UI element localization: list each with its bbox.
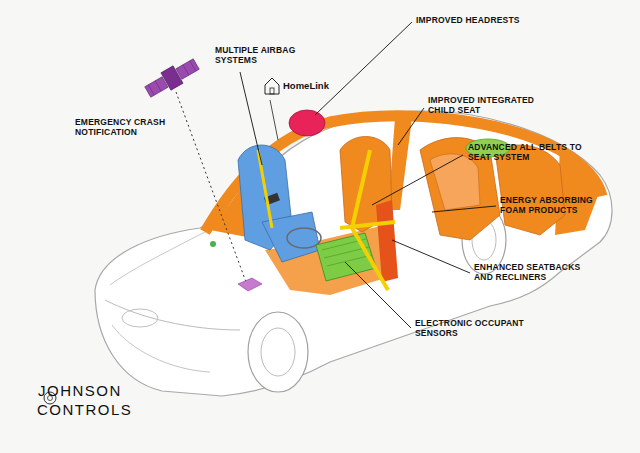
callout-label: ENHANCED SEATBACKS AND RECLINERS [474, 262, 596, 282]
dash-indicator [210, 241, 216, 247]
hood-line [105, 300, 240, 330]
house-icon [265, 78, 279, 94]
label-holder: ADVANCED ALL BELTS TO SEAT SYSTEM [468, 142, 604, 162]
label-holder: HomeLink [283, 80, 329, 91]
leader-line [345, 262, 411, 328]
label-holder: ENHANCED SEATBACKS AND RECLINERS [474, 262, 596, 282]
brand-label: HomeLink [283, 80, 329, 91]
front-hub [261, 328, 295, 376]
callout-label: ADVANCED ALL BELTS TO SEAT SYSTEM [468, 142, 604, 162]
label-holder: EMERGENCY CRASH NOTIFICATION [75, 117, 185, 137]
leader-line [392, 240, 470, 273]
homelink-leader [270, 100, 278, 140]
shoulder-belt [352, 150, 388, 290]
label-holder: IMPROVED INTEGRATED CHILD SEAT [428, 95, 552, 115]
bumper-line [112, 325, 210, 372]
leader-line [315, 22, 412, 115]
label-holder: CONTROLS [37, 401, 132, 419]
windshield-edge [110, 232, 205, 285]
car-body [95, 111, 612, 396]
callout-label: IMPROVED INTEGRATED CHILD SEAT [428, 95, 552, 115]
satellite [143, 55, 201, 100]
crash-notification-module [238, 278, 262, 291]
leader-lines [240, 22, 496, 328]
logo-text: CONTROLS [37, 401, 132, 419]
house-door [270, 88, 274, 94]
label-holder: IMPROVED HEADRESTS [416, 15, 520, 25]
satellite-link [176, 92, 246, 282]
leader-line [398, 108, 424, 145]
callout-label: IMPROVED HEADRESTS [416, 15, 520, 25]
label-holder: MULTIPLE AIRBAG SYSTEMS [215, 45, 315, 65]
leader-line [372, 155, 463, 205]
headlight [122, 309, 158, 327]
leader-line [432, 206, 496, 212]
callout-label: EMERGENCY CRASH NOTIFICATION [75, 117, 185, 137]
callout-label: ENERGY ABSORBING FOAM PRODUCTS [500, 195, 616, 215]
logo-text: JOHNSON [38, 382, 122, 400]
lap-belt [340, 222, 395, 228]
label-holder: ENERGY ABSORBING FOAM PRODUCTS [500, 195, 616, 215]
child-seat [430, 154, 480, 210]
leader-line [240, 72, 262, 165]
label-holder: ELECTRONIC OCCUPANT SENSORS [415, 318, 539, 338]
driver-belt [258, 150, 272, 228]
label-holder: JOHNSON [38, 382, 122, 400]
callout-label: ELECTRONIC OCCUPANT SENSORS [415, 318, 539, 338]
callout-label: MULTIPLE AIRBAG SYSTEMS [215, 45, 315, 65]
front-wheel [248, 312, 308, 392]
headrest [289, 110, 325, 136]
